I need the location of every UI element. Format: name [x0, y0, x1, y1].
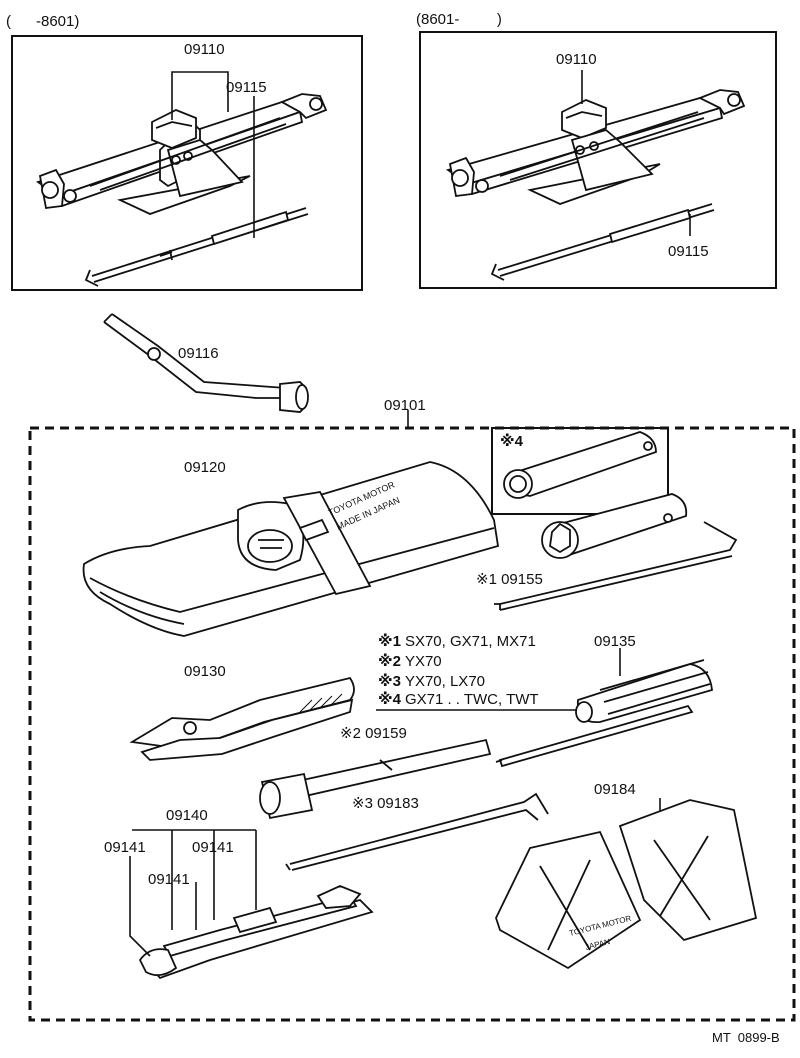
- label-socket-2: ※2 09159: [340, 725, 407, 742]
- label-wheel-wrench: 09116: [178, 345, 219, 362]
- jack-handle-left-drawing: [84, 207, 309, 287]
- tool-bag-drawing: TOYOTA MOTOR MADE IN JAPAN 09120: [82, 459, 500, 637]
- label-note4-mark: ※4: [500, 432, 524, 450]
- leader-wrench-a: [129, 856, 151, 957]
- pliers-drawing: 09130: [129, 663, 355, 761]
- screwdriver-drawing: 09135: [495, 633, 713, 768]
- label-jack-right: 09110: [556, 51, 597, 68]
- note-1-text: SX70, GX71, MX71: [405, 633, 536, 650]
- label-handle-left: 09115: [226, 79, 267, 96]
- tool-set-dashed-border: [28, 426, 796, 1022]
- bar-3-drawing: ※3 09183: [285, 792, 549, 871]
- socket-wrench-drawing: ※2 09159: [259, 725, 492, 820]
- drawing-code: MT 0899-B: [712, 1030, 780, 1045]
- label-pliers: 09130: [184, 663, 226, 680]
- wheel-wrench-drawing: 09116: [103, 313, 309, 413]
- label-jack-left: 09110: [184, 41, 225, 58]
- note4-box: ※4: [491, 427, 669, 515]
- leader-wrench-set: [132, 829, 257, 930]
- note-3-text: YX70, LX70: [405, 673, 485, 690]
- label-wrench-b: 09141: [148, 871, 190, 888]
- wrench-set-drawing: 09140 09141 09141 09141: [104, 807, 374, 980]
- label-handle-right: 09115: [668, 243, 709, 260]
- note-2-mark: ※2: [378, 652, 401, 670]
- label-chock: 09184: [594, 781, 636, 798]
- label-screwdriver: 09135: [594, 633, 636, 650]
- note-3-mark: ※3: [378, 672, 401, 690]
- label-tool-bag: 09120: [184, 459, 226, 476]
- wheel-chock-drawing: TOYOTA MOTOR JAPAN 09184: [495, 781, 758, 970]
- jack-panel-right-frame: [419, 31, 777, 289]
- jack-panel-right: (8601- ) 09110 09115: [416, 11, 777, 289]
- panel-right-range: (8601- ): [416, 11, 502, 28]
- jack-panel-left: ( -8601): [6, 13, 363, 291]
- jack-right-drawing: [445, 89, 746, 205]
- socket-bar-drawing: ※1 09155: [476, 493, 738, 611]
- label-wrench-c: 09141: [192, 839, 234, 856]
- jack-handle-right-drawing: [490, 203, 715, 281]
- tool-set-frame: 09101: [28, 397, 796, 1022]
- label-socket-bar: ※1 09155: [476, 571, 543, 588]
- panel-left-range: ( -8601): [6, 13, 79, 30]
- jack-panel-left-frame: [11, 35, 363, 291]
- note-1-mark: ※1: [378, 632, 401, 650]
- jack-left-drawing: [36, 93, 328, 215]
- label-bar-3: ※3 09183: [352, 795, 419, 812]
- label-tool-set: 09101: [384, 397, 426, 414]
- label-wrench-set: 09140: [166, 807, 208, 824]
- leader-jack-left: [171, 71, 229, 120]
- note-4-text: GX71 . . TWC, TWT: [405, 691, 539, 708]
- label-wrench-a: 09141: [104, 839, 146, 856]
- note-4-mark: ※4: [378, 690, 402, 708]
- note-2-text: YX70: [405, 653, 442, 670]
- note4-box-frame: [491, 427, 669, 515]
